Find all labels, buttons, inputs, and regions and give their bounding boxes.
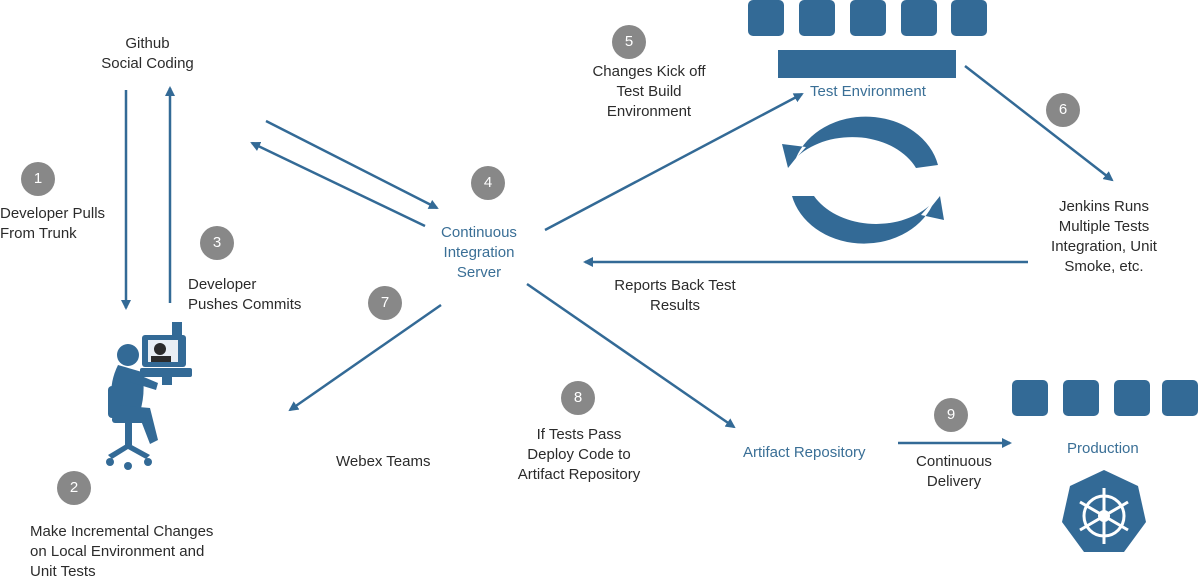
cycle-arrow-top — [782, 116, 938, 168]
step-8-text: If Tests Pass Deploy Code to Artifact Re… — [517, 426, 641, 483]
ci-server-label: Continuous Integration Server — [441, 224, 517, 281]
test-env-node-2 — [799, 0, 835, 36]
step-badge-1: 1 — [21, 162, 55, 196]
test-env-node-1 — [748, 0, 784, 36]
webex-label: Webex Teams — [336, 453, 431, 470]
production-node-2 — [1063, 380, 1099, 416]
step-badge-4: 4 — [471, 166, 505, 200]
developer-at-computer-icon — [106, 322, 192, 470]
arrow-ci-to-webex — [288, 303, 442, 412]
step-badge-6: 6 — [1046, 93, 1080, 127]
github-label: Github Social Coding — [101, 35, 194, 72]
step-5-text: Changes Kick off Test Build Environment — [592, 63, 706, 120]
step-3-text: Developer Pushes Commits — [188, 276, 302, 313]
step-badge-3: 3 — [200, 226, 234, 260]
arrow-ci-to-artifact — [526, 282, 736, 429]
artifact-repo-label: Artifact Repository — [743, 444, 866, 461]
production-node-1 — [1012, 380, 1048, 416]
step-badge-8: 8 — [561, 381, 595, 415]
arrow-ci-to-github — [250, 141, 426, 228]
arrow-test-env-to-jenkins — [964, 65, 1114, 182]
step-badge-9: 9 — [934, 398, 968, 432]
step-badge-7: 7 — [368, 286, 402, 320]
production-node-3 — [1114, 380, 1150, 416]
test-env-bar — [778, 50, 956, 78]
arrow-github-to-ci — [265, 119, 439, 210]
test-env-node-5 — [951, 0, 987, 36]
test-env-node-3 — [850, 0, 886, 36]
production-node-4 — [1162, 380, 1198, 416]
step-1-text: Developer Pulls From Trunk — [0, 205, 106, 242]
arrow-ci-to-test-env — [544, 92, 804, 232]
kubernetes-helm-icon — [1062, 470, 1146, 552]
cycle-arrow-bottom — [792, 196, 944, 244]
step-9-text: Continuous Delivery — [916, 453, 992, 490]
step-6-text: Jenkins Runs Multiple Tests Integration,… — [1051, 198, 1157, 275]
step-badge-5: 5 — [612, 25, 646, 59]
reports-back-label: Reports Back Test Results — [614, 277, 736, 314]
test-env-node-4 — [901, 0, 937, 36]
step-badge-2: 2 — [57, 471, 91, 505]
production-label: Production — [1067, 440, 1139, 457]
test-env-label: Test Environment — [810, 83, 926, 100]
step-2-text: Make Incremental Changes on Local Enviro… — [30, 523, 214, 580]
